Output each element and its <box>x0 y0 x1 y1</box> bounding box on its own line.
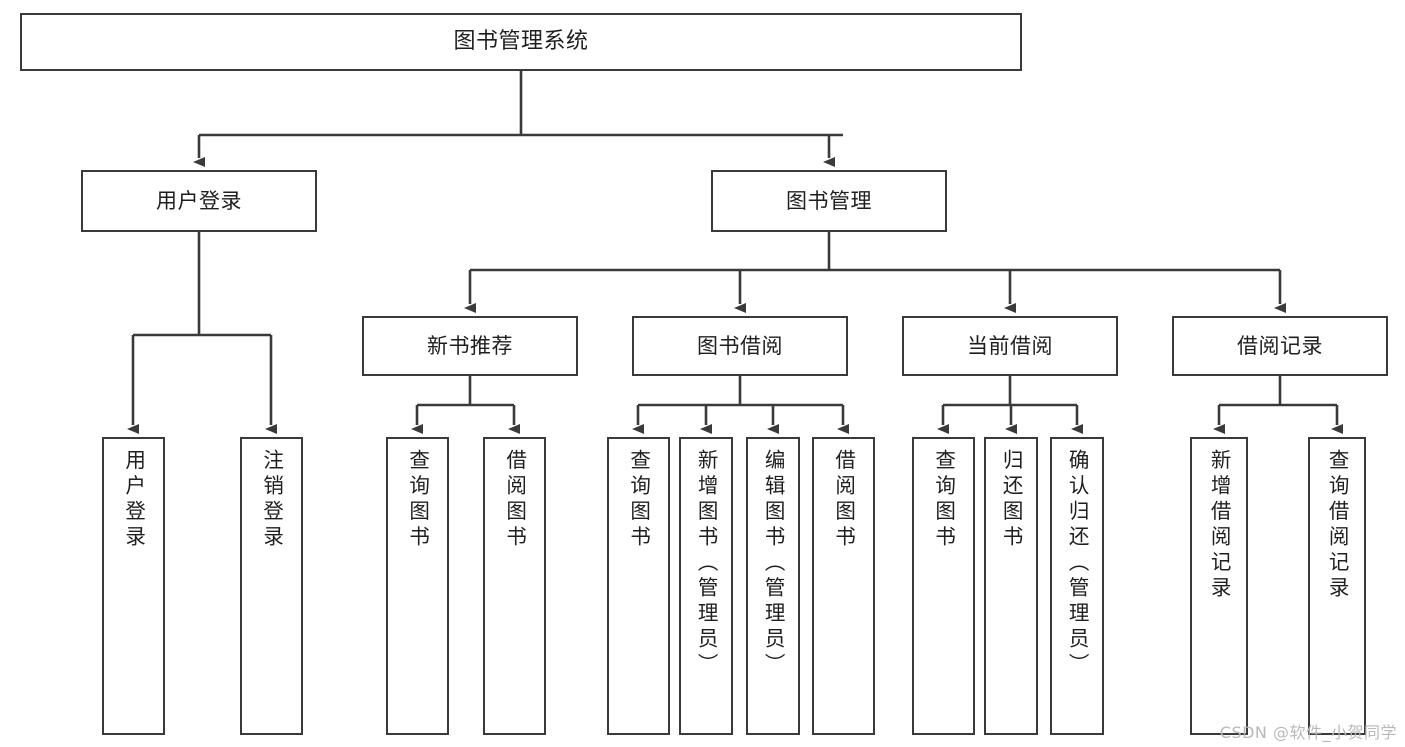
node-user-login[interactable]: 用户登录 <box>81 170 317 232</box>
node-leaf-query-book-1[interactable]: 查询图书 <box>386 437 449 735</box>
node-leaf-add-record-label: 新增借阅记录 <box>1207 449 1232 602</box>
node-leaf-edit-book-label: 编辑图书（管理员） <box>761 449 786 679</box>
node-leaf-confirm-return-label: 确认归还（管理员） <box>1065 449 1090 679</box>
node-leaf-add-book-label: 新增图书（管理员） <box>694 449 719 679</box>
node-leaf-logout-label: 注销登录 <box>259 449 284 551</box>
node-book-borrow-label: 图书借阅 <box>697 333 783 358</box>
node-book-borrow[interactable]: 图书借阅 <box>632 316 848 376</box>
node-leaf-user-login-label: 用户登录 <box>121 449 146 551</box>
csdn-watermark: CSDN @软件_小贺同学 <box>1219 723 1397 742</box>
node-leaf-query-book-3-label: 查询图书 <box>931 449 956 551</box>
node-leaf-query-book-3[interactable]: 查询图书 <box>912 437 975 735</box>
node-leaf-add-record[interactable]: 新增借阅记录 <box>1190 437 1248 735</box>
node-borrow-record-label: 借阅记录 <box>1237 333 1323 358</box>
node-leaf-query-book-1-label: 查询图书 <box>405 449 430 551</box>
node-leaf-borrow-book-2-label: 借阅图书 <box>831 449 856 551</box>
node-leaf-borrow-book-1[interactable]: 借阅图书 <box>483 437 546 735</box>
node-book-manage[interactable]: 图书管理 <box>711 170 947 232</box>
node-leaf-confirm-return[interactable]: 确认归还（管理员） <box>1050 437 1104 735</box>
node-leaf-query-book-2[interactable]: 查询图书 <box>607 437 670 735</box>
node-user-login-label: 用户登录 <box>156 188 242 213</box>
node-current-borrow[interactable]: 当前借阅 <box>902 316 1118 376</box>
node-book-manage-label: 图书管理 <box>786 188 872 213</box>
node-root-book-management-system[interactable]: 图书管理系统 <box>20 13 1022 71</box>
node-leaf-borrow-book-1-label: 借阅图书 <box>502 449 527 551</box>
node-leaf-add-book[interactable]: 新增图书（管理员） <box>679 437 733 735</box>
node-new-book-recommend[interactable]: 新书推荐 <box>362 316 578 376</box>
node-leaf-edit-book[interactable]: 编辑图书（管理员） <box>746 437 800 735</box>
node-leaf-query-book-2-label: 查询图书 <box>626 449 651 551</box>
node-leaf-user-login[interactable]: 用户登录 <box>102 437 165 735</box>
node-leaf-query-record-label: 查询借阅记录 <box>1325 449 1350 602</box>
node-current-borrow-label: 当前借阅 <box>967 333 1053 358</box>
node-leaf-logout[interactable]: 注销登录 <box>240 437 303 735</box>
node-leaf-borrow-book-2[interactable]: 借阅图书 <box>812 437 875 735</box>
node-leaf-return-book-label: 归还图书 <box>999 449 1024 551</box>
node-leaf-return-book[interactable]: 归还图书 <box>984 437 1038 735</box>
node-leaf-query-record[interactable]: 查询借阅记录 <box>1308 437 1366 735</box>
node-new-book-recommend-label: 新书推荐 <box>427 333 513 358</box>
node-borrow-record[interactable]: 借阅记录 <box>1172 316 1388 376</box>
node-root-label: 图书管理系统 <box>453 29 589 55</box>
